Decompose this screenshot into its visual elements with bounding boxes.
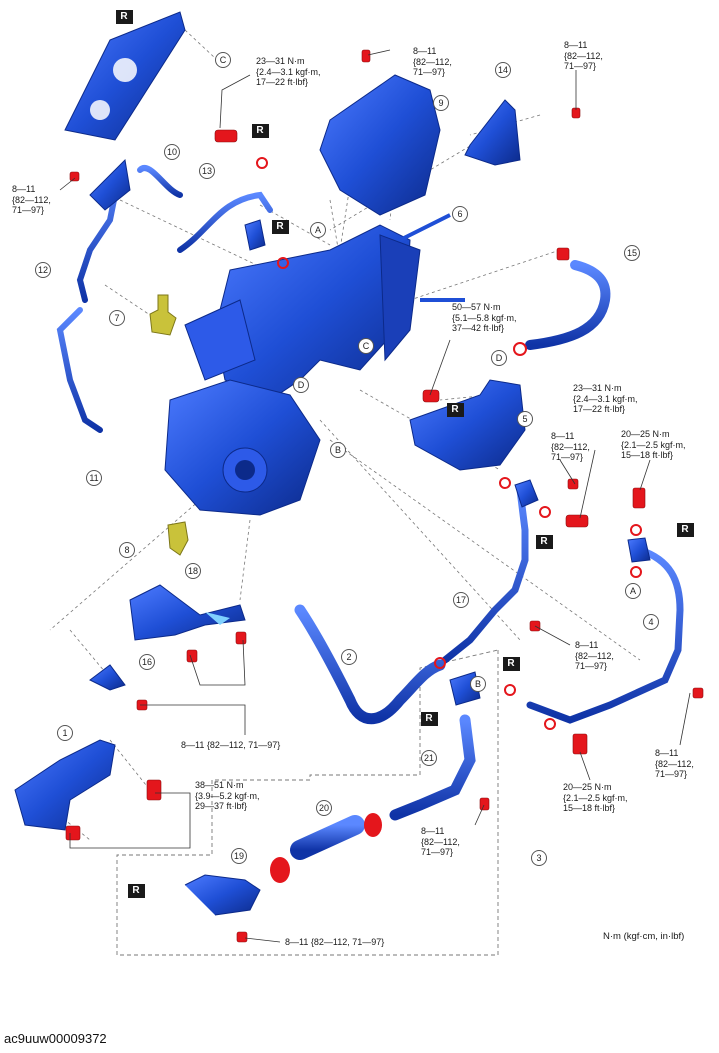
connector-c: C [215, 52, 231, 68]
connector-b: B [470, 676, 486, 692]
callout-15: 15 [624, 245, 640, 261]
gasket-top [64, 11, 186, 141]
callout-21: 21 [421, 750, 437, 766]
reuse-marker: R [536, 535, 552, 549]
heat-shield-9 [319, 74, 441, 216]
turbocharger-body [164, 213, 465, 516]
callout-9: 9 [433, 95, 449, 111]
callout-18: 18 [185, 563, 201, 579]
torque-label: 8—11 {82—112, 71—97} [551, 431, 590, 462]
bracket-14 [464, 99, 521, 166]
pipe-21 [389, 714, 476, 821]
part-3-group-box [116, 649, 499, 956]
pipe-4 [526, 546, 684, 724]
figure-id: ac9uuw00009372 [4, 1031, 107, 1046]
bracket-1 [14, 739, 116, 831]
callout-14: 14 [495, 62, 511, 78]
torque-label: 50—57 N·m {5.1—5.8 kgf·m, 37—42 ft·lbf} [452, 302, 517, 333]
callout-7: 7 [109, 310, 125, 326]
connector-a: A [310, 222, 326, 238]
water-pipe-13 [177, 191, 273, 253]
reuse-marker: R [447, 403, 463, 417]
hose-20 [290, 815, 365, 860]
pipe-17 [441, 486, 529, 664]
torque-label: 23—31 N·m {2.4—3.1 kgf·m, 17—22 ft·lbf} [573, 383, 638, 414]
callout-1: 1 [57, 725, 73, 741]
torque-label: 20—25 N·m {2.1—2.5 kgf·m, 15—18 ft·lbf} [563, 782, 628, 813]
clamp-20-left [270, 857, 290, 883]
reuse-marker: R [128, 884, 144, 898]
connector-a: A [625, 583, 641, 599]
connector-b: B [330, 442, 346, 458]
bracket-16 [89, 664, 126, 691]
pipe-19 [184, 874, 261, 916]
callout-3: 3 [531, 850, 547, 866]
bolts [65, 49, 704, 943]
connector-d: D [491, 350, 507, 366]
connector-c: C [358, 338, 374, 354]
torque-label: 8—11 {82—112, 71—97} [413, 46, 452, 77]
o-rings [256, 157, 642, 730]
clamp-20-right [364, 813, 382, 837]
callout-6: 6 [452, 206, 468, 222]
torque-label: 8—11 {82—112, 71—97} [575, 640, 614, 671]
callout-16: 16 [139, 654, 155, 670]
torque-label: 8—11 {82—112, 71—97} [655, 748, 694, 779]
bracket-18-highlight [205, 612, 230, 625]
pipe-17-fitting [514, 479, 539, 508]
torque-label: 38—51 N·m {3.9—5.2 kgf·m, 29—37 ft·lbf} [195, 780, 260, 811]
torque-label: 8—11 {82—112, 71—97} [421, 826, 460, 857]
bracket-18 [129, 584, 246, 641]
callout-5: 5 [517, 411, 533, 427]
callout-17: 17 [453, 592, 469, 608]
callout-2: 2 [341, 649, 357, 665]
callout-13: 13 [199, 163, 215, 179]
oil-pipe-bracket-12 [89, 158, 131, 211]
torque-label: 8—11 {82—112, 71—97} [564, 40, 603, 71]
connector-d: D [293, 377, 309, 393]
pipe-4-fitting [627, 537, 651, 563]
callout-12: 12 [35, 262, 51, 278]
torque-label: 8—11 {82—112, 71—97} [12, 184, 51, 215]
callout-19: 19 [231, 848, 247, 864]
reuse-marker: R [272, 220, 288, 234]
reuse-marker: R [116, 10, 132, 24]
bracket-5 [409, 379, 526, 471]
reuse-marker: R [252, 124, 268, 138]
callout-8: 8 [119, 542, 135, 558]
torque-label: 8—11 {82—112, 71—97} [181, 740, 281, 750]
torque-label: 8—11 {82—112, 71—97} [285, 937, 385, 947]
torque-label: 20—25 N·m {2.1—2.5 kgf·m, 15—18 ft·lbf} [621, 429, 686, 460]
callout-4: 4 [643, 614, 659, 630]
sensor-8 [167, 521, 189, 556]
reuse-marker: R [677, 523, 693, 537]
reuse-marker: R [421, 712, 437, 726]
sensor-7 [149, 294, 177, 336]
callout-11: 11 [86, 470, 102, 486]
reuse-marker: R [503, 657, 519, 671]
hose-2 [294, 604, 446, 725]
callout-lines [59, 49, 691, 943]
callout-10: 10 [164, 144, 180, 160]
union-13 [244, 219, 266, 251]
torque-label: 23—31 N·m {2.4—3.1 kgf·m, 17—22 ft·lbf} [256, 56, 321, 87]
callout-20: 20 [316, 800, 332, 816]
hose-15 [525, 260, 611, 350]
units-note: N·m (kgf·cm, in·lbf) [603, 931, 685, 942]
